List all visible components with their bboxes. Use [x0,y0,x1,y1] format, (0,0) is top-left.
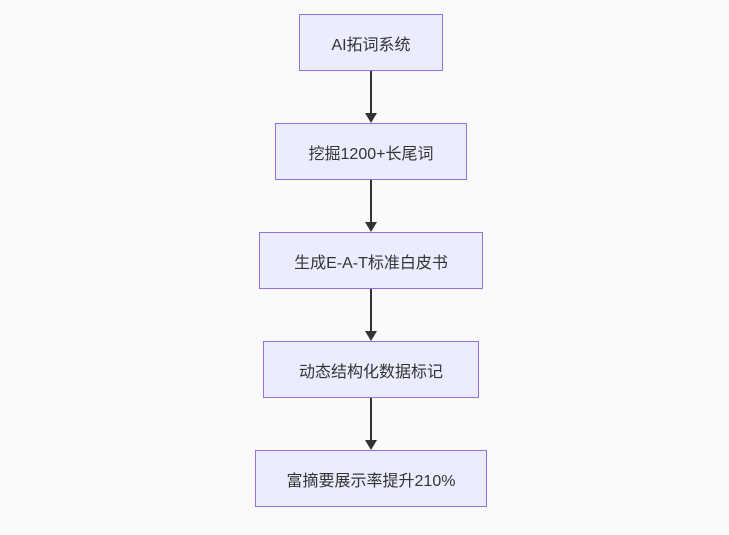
flow-node-label: 富摘要展示率提升210% [286,472,456,490]
flow-edge-3 [365,289,377,341]
edge-line [370,71,372,113]
arrowhead-down-icon [365,222,377,232]
edge-line [370,289,372,331]
arrowhead-down-icon [365,113,377,123]
flow-node-eat-whitepaper: 生成E-A-T标准白皮书 [259,232,483,289]
flow-edge-1 [365,71,377,123]
flowchart: AI拓词系统 挖掘1200+长尾词 生成E-A-T标准白皮书 动态结构化数据标记 [255,14,487,507]
arrowhead-down-icon [365,331,377,341]
flow-node-rich-snippet-result: 富摘要展示率提升210% [255,450,487,507]
edge-line [370,180,372,222]
flow-edge-4 [365,398,377,450]
flow-node-label: AI拓词系统 [331,36,411,54]
edge-line [370,398,372,440]
flow-node-label: 挖掘1200+长尾词 [308,145,434,163]
flow-node-label: 动态结构化数据标记 [298,363,443,381]
flow-node-label: 生成E-A-T标准白皮书 [294,254,448,272]
flow-edge-2 [365,180,377,232]
flow-node-structured-data: 动态结构化数据标记 [263,341,479,398]
flow-node-ai-system: AI拓词系统 [299,14,443,71]
flow-node-longtail-keywords: 挖掘1200+长尾词 [275,123,467,180]
arrowhead-down-icon [365,440,377,450]
